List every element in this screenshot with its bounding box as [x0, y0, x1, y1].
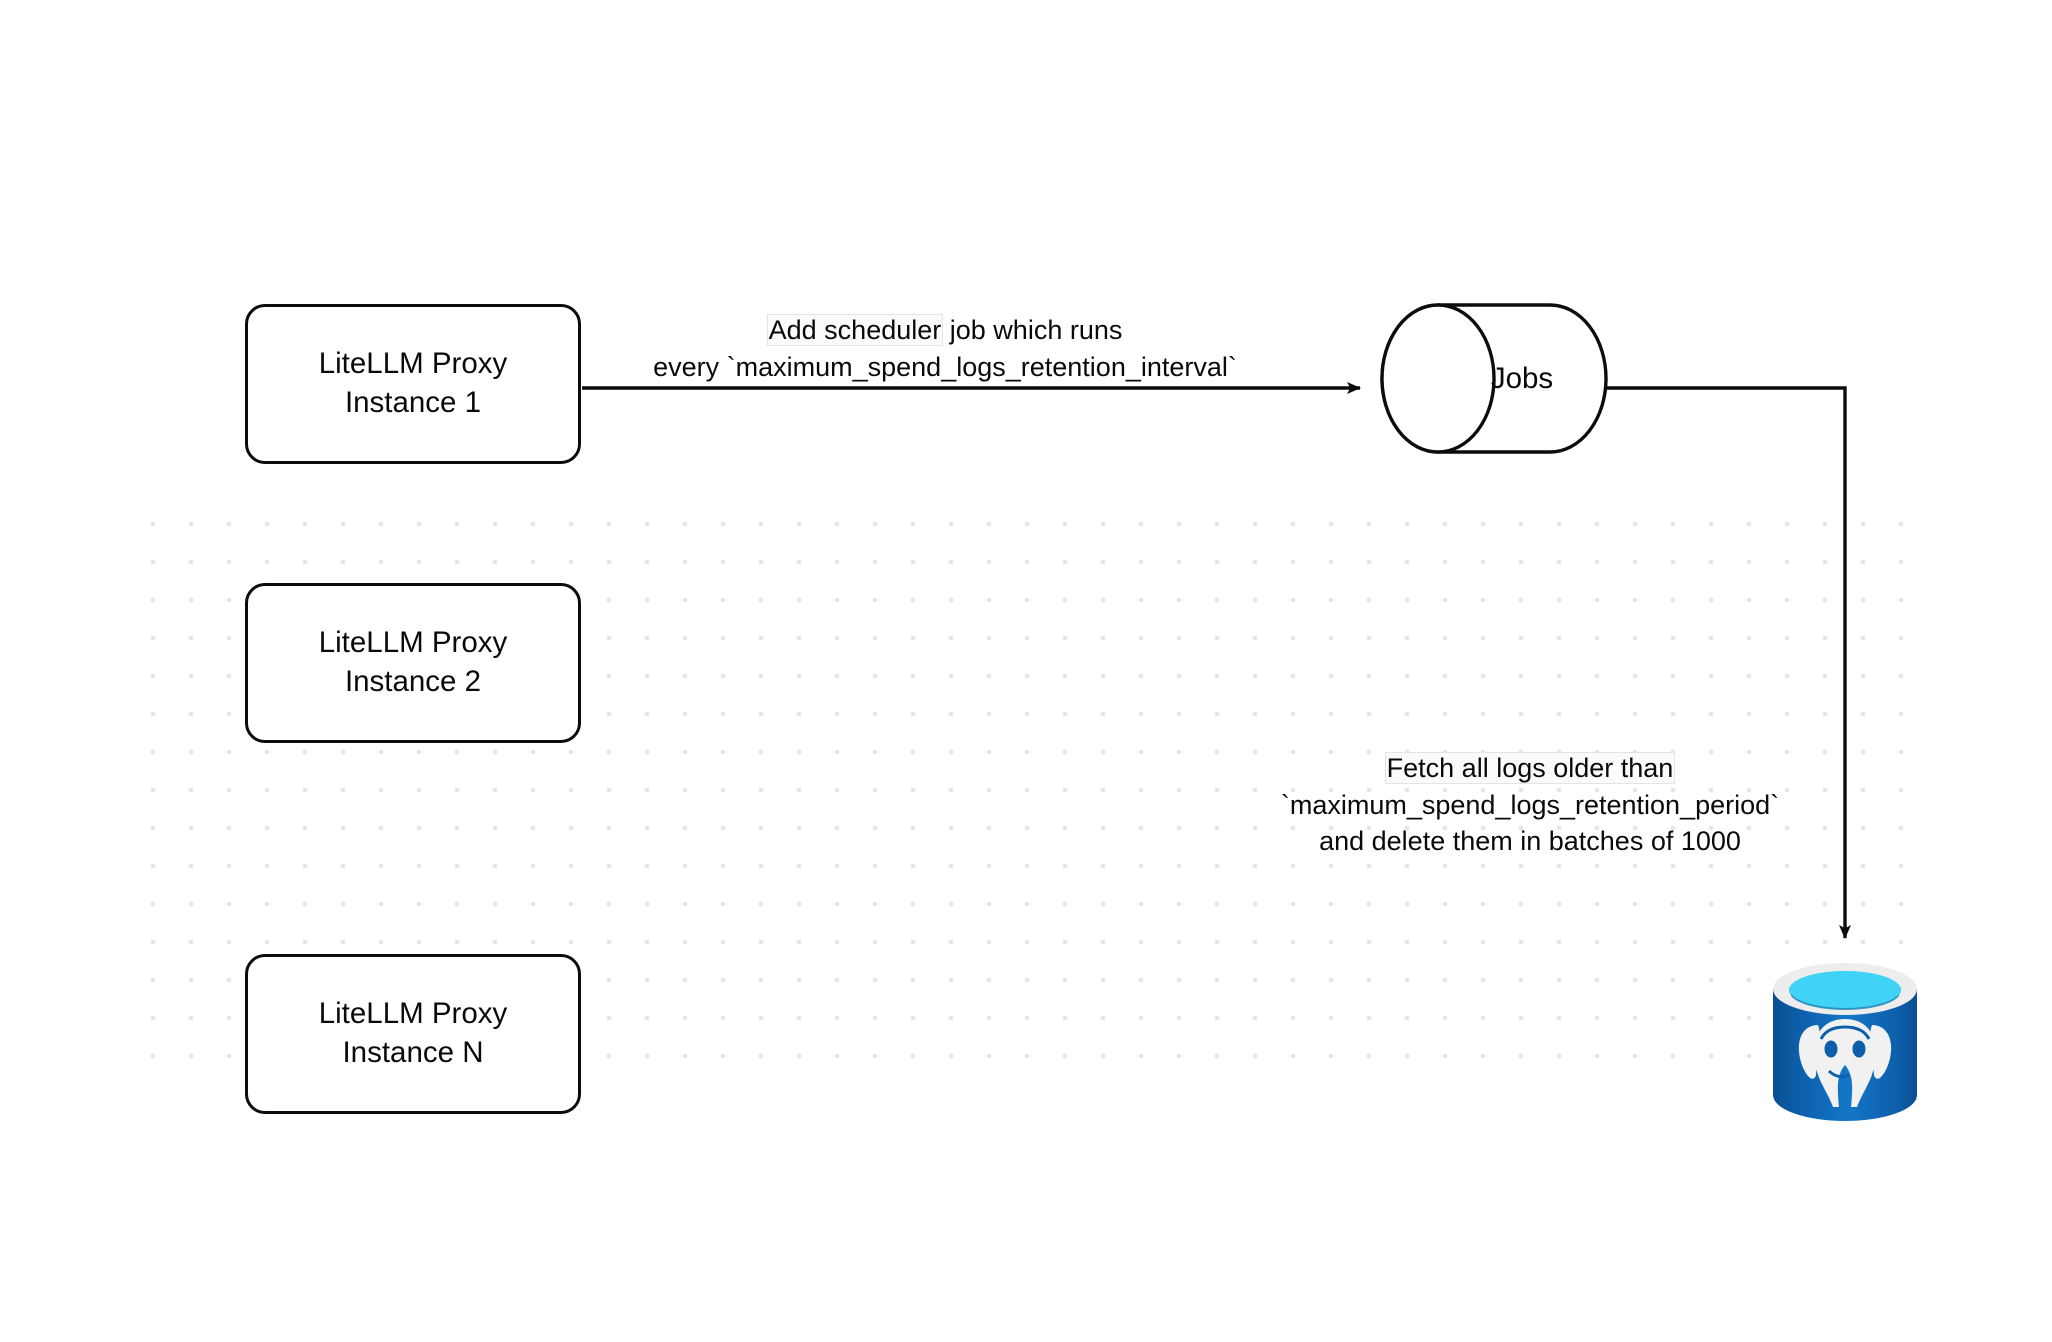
edge-label-highlight: Fetch all logs older than — [1384, 752, 1676, 784]
edge-jobs-to-postgres — [1606, 386, 1851, 939]
postgres-elephant-outline — [1819, 1025, 1871, 1079]
jobs-node-label: Jobs — [1490, 361, 1554, 395]
edge-label-fetch-delete-logs: Fetch all logs older than `maximum_spend… — [1230, 750, 1830, 860]
node-litellm-proxy-instance-1[interactable]: LiteLLM Proxy Instance 1 — [245, 304, 581, 464]
node-label-line1: LiteLLM Proxy — [318, 997, 508, 1031]
edge-label-line1: Add scheduler job which runs — [600, 312, 1290, 349]
edge-label-line2: every `maximum_spend_logs_retention_inte… — [653, 351, 1237, 382]
node-litellm-proxy-instance-2[interactable]: LiteLLM Proxy Instance 2 — [245, 583, 581, 743]
edge-label-highlight: Add scheduler — [766, 314, 944, 346]
jobs-cylinder-shape — [1380, 303, 1608, 454]
node-jobs-queue[interactable]: Jobs — [1382, 305, 1606, 452]
postgresql-database-icon — [1773, 963, 1917, 1121]
node-label-line2: Instance N — [342, 1036, 484, 1069]
node-label-line1: LiteLLM Proxy — [318, 347, 508, 381]
edge-label-add-scheduler-job: Add scheduler job which runs every `maxi… — [600, 312, 1290, 385]
edge-label-line3: and delete them in batches of 1000 — [1319, 826, 1741, 857]
edge-label-line2: `maximum_spend_logs_retention_period` — [1280, 789, 1780, 820]
node-label-line1: LiteLLM Proxy — [318, 626, 508, 660]
edge-label-line1: Fetch all logs older than — [1230, 750, 1830, 787]
edge-label-line1-rest: job which runs — [942, 315, 1123, 345]
node-litellm-proxy-instance-n[interactable]: LiteLLM Proxy Instance N — [245, 954, 581, 1114]
node-label-line2: Instance 1 — [344, 386, 482, 419]
postgres-elephant-eyes — [1824, 1040, 1866, 1058]
node-label-line2: Instance 2 — [344, 665, 482, 698]
